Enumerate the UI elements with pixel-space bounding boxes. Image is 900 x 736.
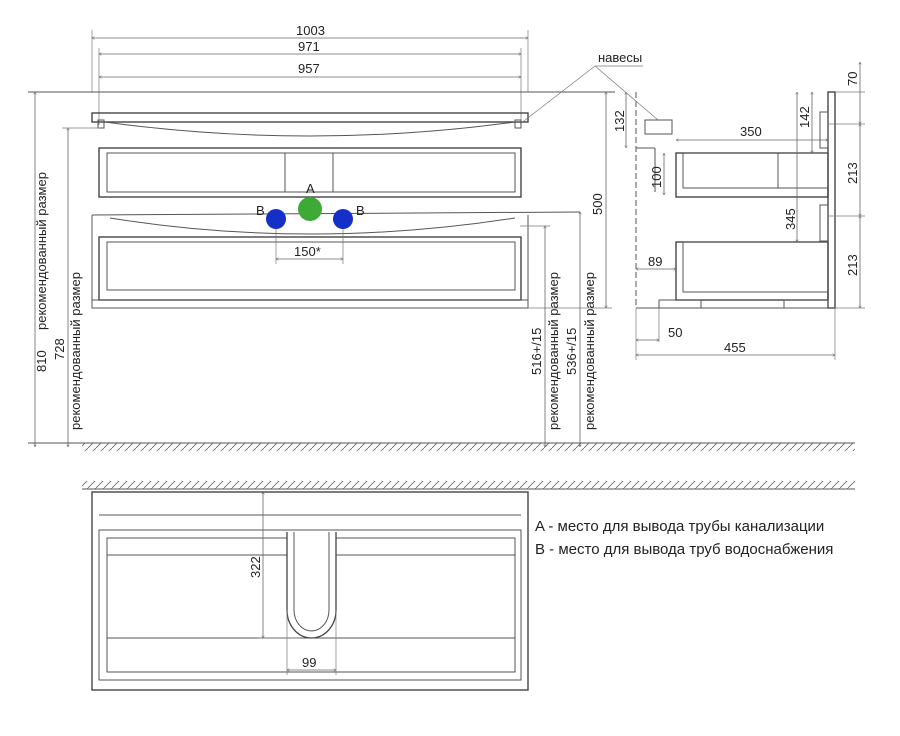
dim-536: 536+/15 bbox=[564, 328, 579, 375]
dim-500: 500 bbox=[590, 193, 605, 215]
dim-350: 350 bbox=[740, 124, 762, 139]
marker-b-label-right: B bbox=[356, 203, 365, 218]
label-recommended-536: рекомендованный размер bbox=[582, 272, 597, 430]
dim-971: 971 bbox=[298, 39, 320, 54]
dim-50: 50 bbox=[668, 325, 682, 340]
floor-hatch bbox=[82, 443, 855, 451]
label-recommended-810: рекомендованный размер bbox=[34, 172, 49, 330]
dim-455: 455 bbox=[724, 340, 746, 355]
plan-view: 322 99 bbox=[82, 481, 855, 691]
dim-345: 345 bbox=[783, 208, 798, 230]
legend-a: A - место для вывода трубы канализации bbox=[535, 518, 825, 535]
hinge-left bbox=[97, 119, 105, 129]
dim-957: 957 bbox=[298, 61, 320, 76]
dim-213-lower: 213 bbox=[845, 254, 860, 276]
dim-810: 810 bbox=[34, 350, 49, 372]
dim-132: 132 bbox=[612, 110, 627, 132]
marker-a-drain bbox=[298, 197, 322, 221]
label-recommended-728: рекомендованный размер bbox=[68, 272, 83, 430]
marker-b-label-left: B bbox=[256, 203, 265, 218]
dim-1003: 1003 bbox=[296, 23, 325, 38]
dim-100: 100 bbox=[649, 166, 664, 188]
label-recommended-516: рекомендованный размер bbox=[546, 272, 561, 430]
dim-322: 322 bbox=[248, 556, 263, 578]
side-view: 132 100 350 142 345 89 50 455 70 213 213 bbox=[612, 62, 865, 360]
front-view: 1003 971 957 A B B 150* 810 рекомендован… bbox=[28, 23, 659, 447]
hinges-label: навесы bbox=[598, 50, 642, 65]
marker-b-water-left bbox=[266, 209, 286, 229]
hinge-right bbox=[514, 119, 522, 129]
wall-hatch bbox=[82, 481, 855, 489]
dim-213-upper: 213 bbox=[845, 162, 860, 184]
dim-99: 99 bbox=[302, 655, 316, 670]
dim-70: 70 bbox=[845, 72, 860, 86]
dim-516: 516+/15 bbox=[529, 328, 544, 375]
dim-89: 89 bbox=[648, 254, 662, 269]
legend-b: B - место для вывода труб водоснабжения bbox=[535, 541, 834, 558]
dim-728: 728 bbox=[52, 338, 67, 360]
marker-a-label: A bbox=[306, 181, 315, 196]
marker-b-water-right bbox=[333, 209, 353, 229]
dim-142: 142 bbox=[797, 106, 812, 128]
dim-150: 150* bbox=[294, 244, 321, 259]
